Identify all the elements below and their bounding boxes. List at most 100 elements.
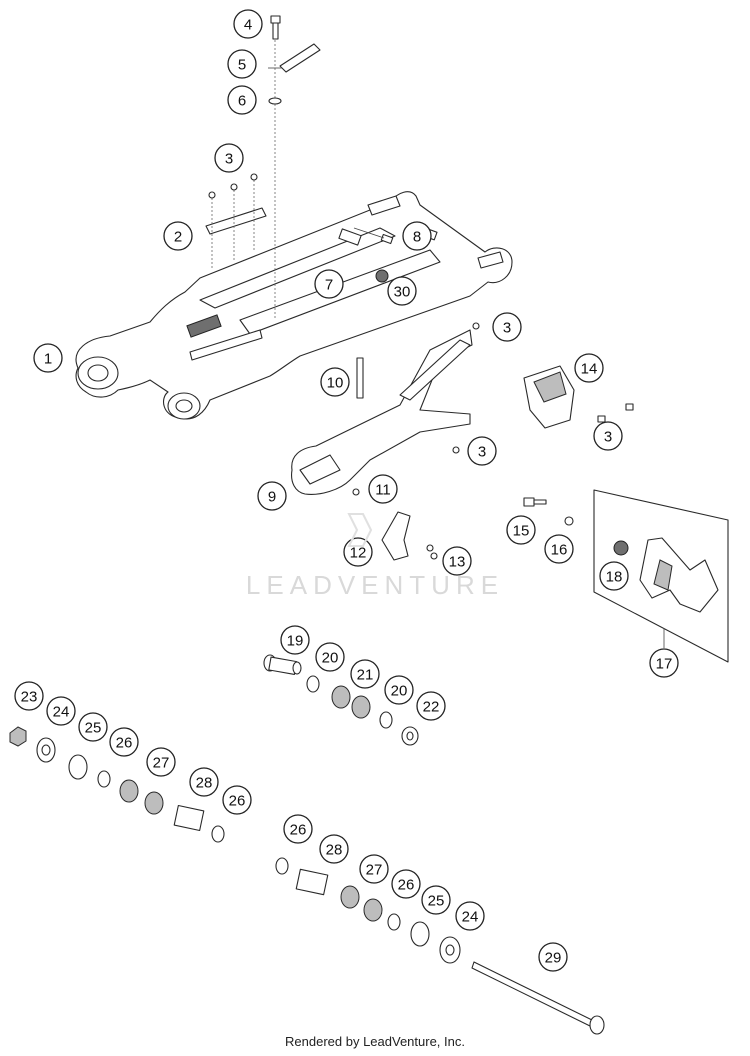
callout-label: 29	[545, 950, 562, 967]
ring-25b	[410, 921, 430, 947]
bolt-8	[353, 227, 394, 245]
callout-28: 28	[319, 834, 349, 864]
watermark-logo-icon	[345, 510, 375, 550]
callout-circle	[163, 221, 193, 251]
callout-circle	[467, 436, 497, 466]
kit-17	[593, 489, 729, 663]
callout-label: 1	[44, 351, 52, 368]
callout-label: 25	[85, 720, 102, 737]
chain-slider-2	[205, 173, 267, 268]
callout-circle	[320, 367, 350, 397]
callout-circle	[599, 561, 629, 591]
callout-21: 21	[350, 659, 380, 689]
seal-26d	[387, 913, 401, 931]
callout-circle	[359, 854, 389, 884]
callout-circle	[593, 421, 623, 451]
bearing-21	[331, 685, 371, 719]
callout-circle	[391, 869, 421, 899]
callout-label: 8	[413, 229, 421, 246]
bearing-27b	[340, 885, 383, 922]
callout-28: 28	[189, 767, 219, 797]
callout-label: 28	[196, 775, 213, 792]
callout-circle	[222, 785, 252, 815]
callout-label: 19	[287, 633, 304, 650]
seal-26a	[97, 770, 111, 788]
callout-1: 1	[33, 343, 63, 373]
callout-18: 18	[599, 561, 629, 591]
callout-circle	[538, 942, 568, 972]
callout-circle	[455, 901, 485, 931]
callout-circle	[574, 353, 604, 383]
callout-label: 10	[327, 375, 344, 392]
sleeve-28b	[295, 868, 329, 896]
footer-credit: Rendered by LeadVenture, Inc.	[285, 1034, 465, 1049]
callout-label: 12	[350, 545, 367, 562]
callout-circle	[146, 747, 176, 777]
callout-label: 26	[290, 822, 307, 839]
callout-label: 21	[357, 667, 374, 684]
callout-label: 20	[322, 650, 339, 667]
callout-label: 27	[366, 862, 383, 879]
seal-20b	[379, 711, 393, 729]
callout-circle	[416, 691, 446, 721]
axle-29	[471, 961, 605, 1035]
sleeve-28a	[173, 804, 205, 832]
seal-20a	[306, 675, 320, 693]
callout-30: 30	[387, 276, 417, 306]
callout-label: 18	[606, 569, 623, 586]
callout-3: 3	[492, 312, 522, 342]
callout-label: 9	[268, 489, 276, 506]
callout-25: 25	[78, 712, 108, 742]
callout-3: 3	[214, 143, 244, 173]
callout-label: 15	[513, 523, 530, 540]
callout-10: 10	[320, 367, 350, 397]
callout-24: 24	[455, 901, 485, 931]
callout-6: 6	[227, 85, 257, 115]
callout-20: 20	[315, 642, 345, 672]
callout-circle	[78, 712, 108, 742]
callout-27: 27	[359, 854, 389, 884]
washer-6	[268, 97, 282, 105]
callout-3: 3	[593, 421, 623, 451]
callout-label: 23	[21, 689, 38, 706]
callout-circle	[544, 534, 574, 564]
bolt-4	[270, 15, 281, 40]
callout-16: 16	[544, 534, 574, 564]
callout-label: 17	[656, 656, 673, 673]
callout-circle	[421, 885, 451, 915]
seal-26c	[275, 857, 289, 875]
callout-circle	[442, 546, 472, 576]
callout-label: 16	[551, 542, 568, 559]
callout-label: 14	[581, 361, 598, 378]
callout-circle	[314, 269, 344, 299]
callout-26: 26	[222, 785, 252, 815]
bolt-15	[523, 497, 547, 507]
callout-26: 26	[109, 727, 139, 757]
callout-14: 14	[574, 353, 604, 383]
callout-25: 25	[421, 885, 451, 915]
callout-5: 5	[227, 49, 257, 79]
washer-16	[564, 516, 574, 526]
callout-label: 24	[462, 909, 479, 926]
callout-label: 2	[174, 229, 182, 246]
callout-label: 3	[225, 151, 233, 168]
callout-label: 4	[244, 17, 252, 34]
callout-circle	[233, 9, 263, 39]
callout-circle	[319, 834, 349, 864]
callout-4: 4	[233, 9, 263, 39]
callout-circle	[350, 659, 380, 689]
bracket-12	[381, 511, 438, 561]
callout-circle	[227, 85, 257, 115]
callout-label: 28	[326, 842, 343, 859]
callout-17: 17	[649, 648, 679, 678]
callout-29: 29	[538, 942, 568, 972]
pin-5	[268, 43, 321, 73]
callout-26: 26	[283, 814, 313, 844]
bushing-19	[263, 654, 302, 675]
callout-15: 15	[506, 515, 536, 545]
washer-22	[401, 726, 419, 746]
callout-circle	[227, 49, 257, 79]
watermark-text: LEADVENTURE	[245, 570, 505, 600]
seal-26b	[211, 825, 225, 843]
